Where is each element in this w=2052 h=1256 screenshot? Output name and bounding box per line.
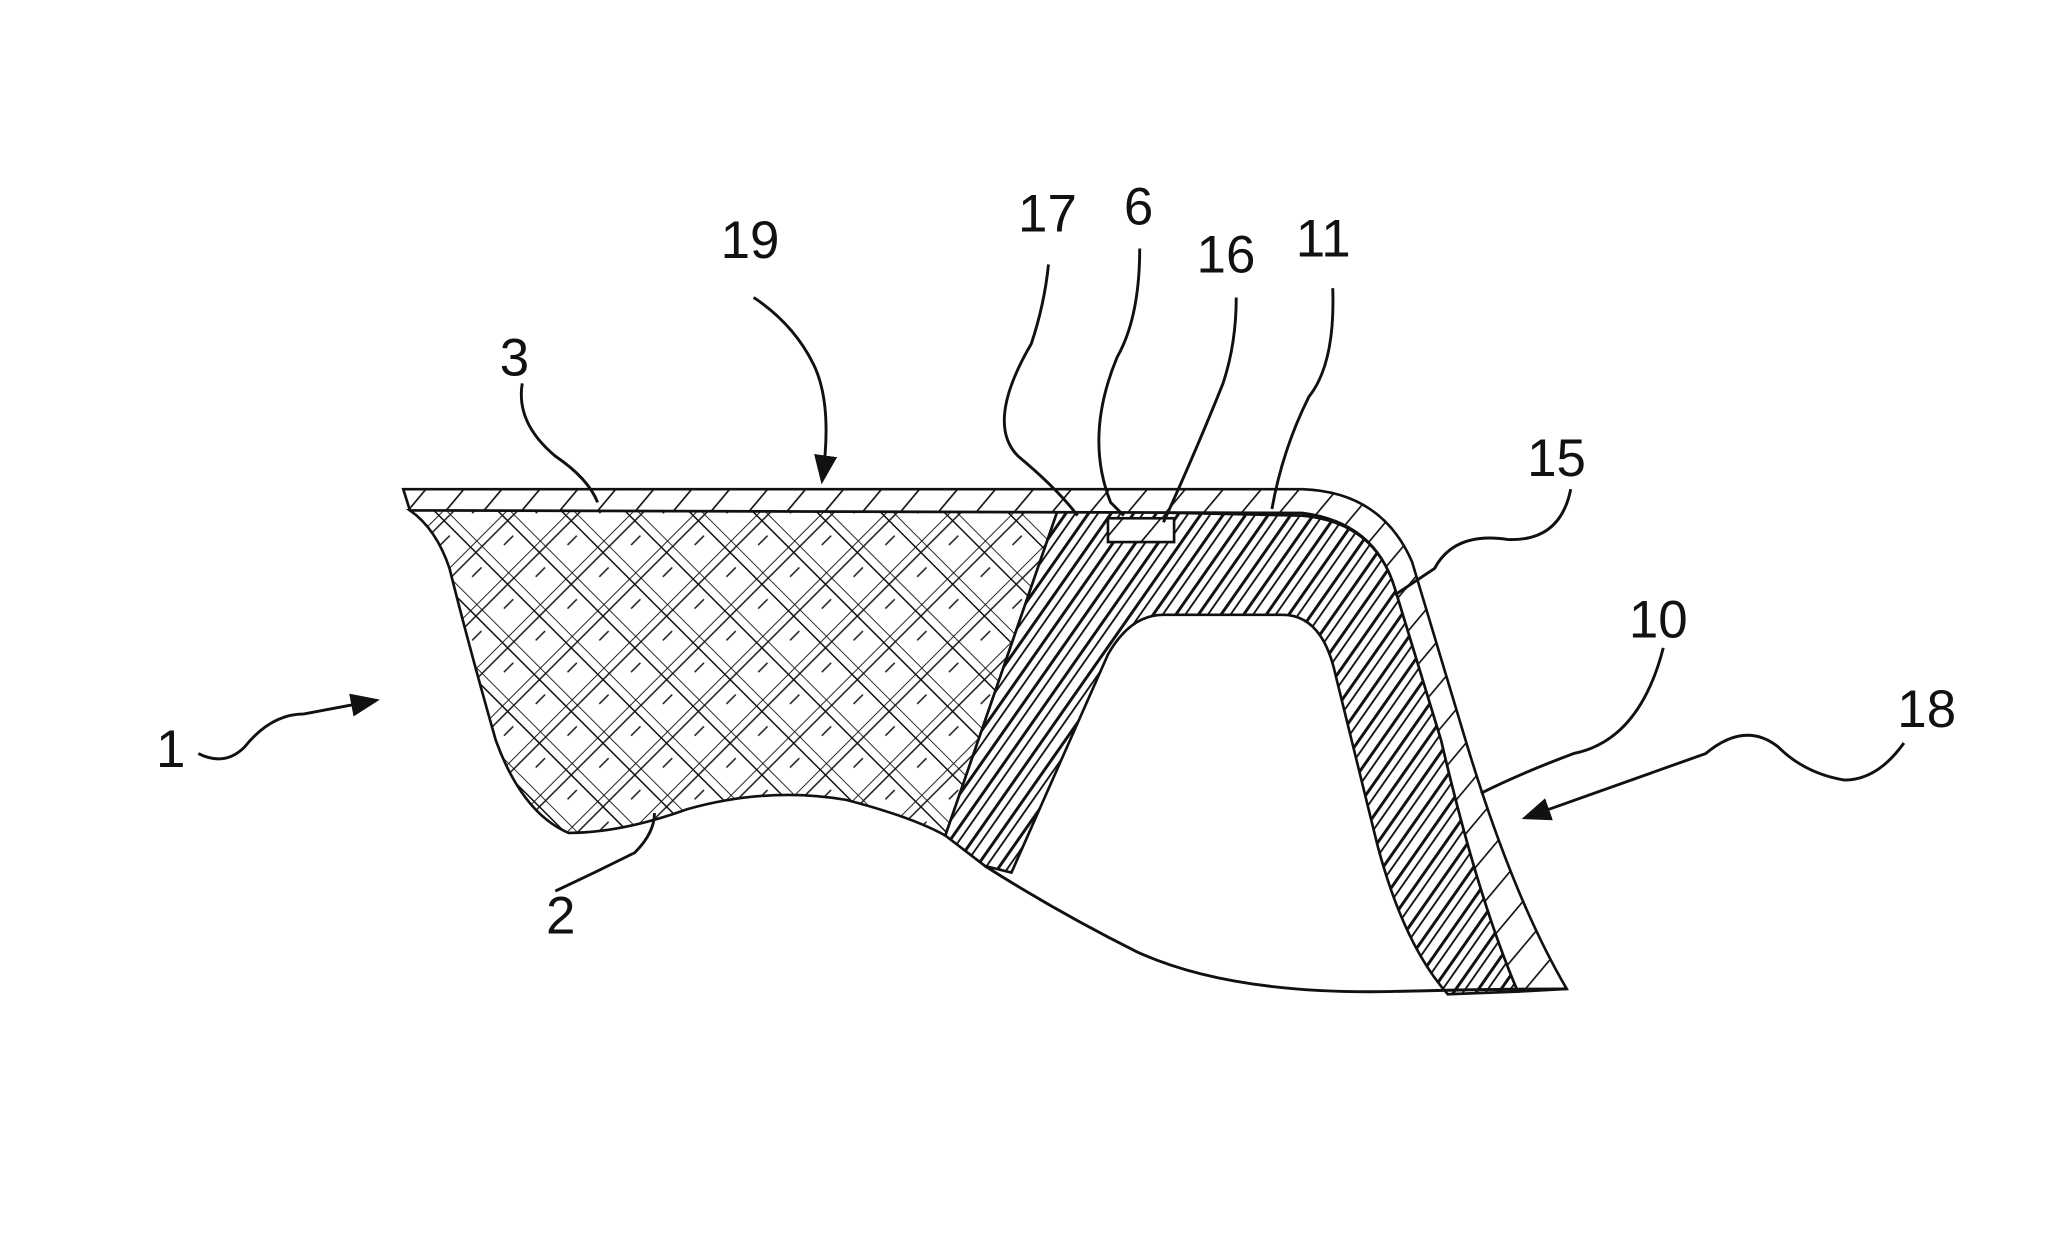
label-16: 16 xyxy=(1197,225,1256,284)
label-15: 15 xyxy=(1527,429,1586,488)
label-11: 11 xyxy=(1296,209,1351,268)
insert-16 xyxy=(1106,516,1176,544)
bottom-contour xyxy=(984,864,1567,994)
label-1: 1 xyxy=(156,720,185,779)
label-18: 18 xyxy=(1897,680,1956,739)
foam-body-2 xyxy=(405,509,1060,838)
label-2: 2 xyxy=(546,886,575,945)
label-10: 10 xyxy=(1629,590,1688,649)
label-19: 19 xyxy=(721,211,780,270)
label-17: 17 xyxy=(1018,184,1077,243)
label-3: 3 xyxy=(500,328,529,387)
label-6: 6 xyxy=(1124,178,1153,237)
